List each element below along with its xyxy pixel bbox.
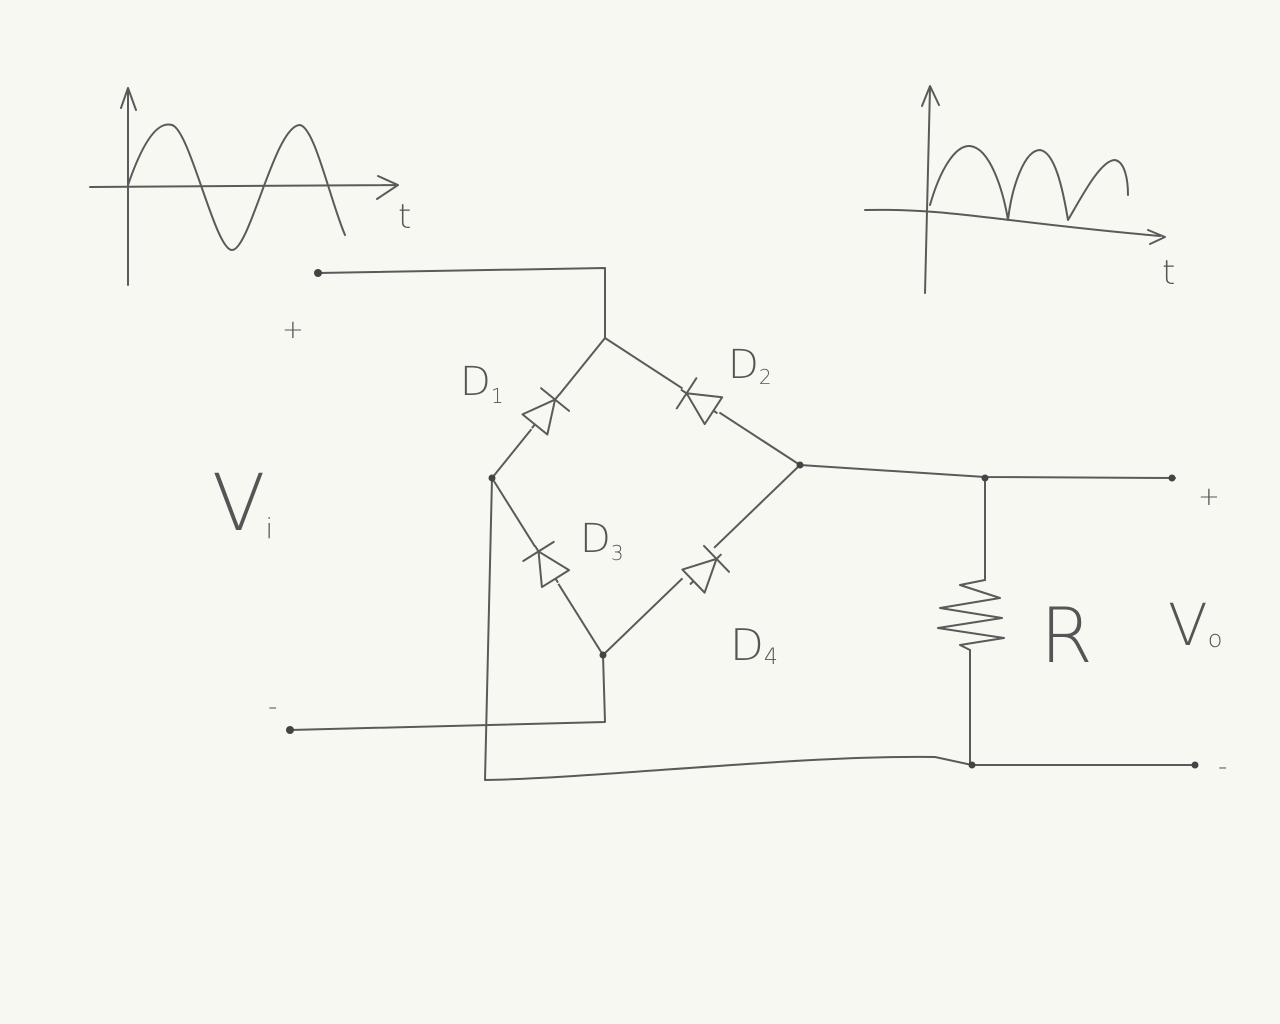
- resistor-wire: [969, 477, 986, 766]
- input-voltage-label: Vi: [212, 459, 273, 549]
- input-positive-terminal: [314, 269, 322, 277]
- input-plus-label: +: [282, 315, 304, 345]
- resistor-symbol: [937, 579, 1005, 651]
- input-positive-wire: [317, 267, 606, 339]
- node-right: [796, 461, 804, 469]
- node-left: [488, 474, 496, 482]
- output-rectified-wave: [929, 144, 1129, 221]
- node-bottom: [599, 651, 607, 659]
- diode-d3: [518, 535, 576, 595]
- output-positive-terminal: [1168, 474, 1176, 482]
- node-resistor-bottom: [968, 761, 976, 769]
- input-sine-wave: [127, 123, 346, 251]
- input-negative-terminal: [286, 726, 294, 734]
- output-waveform-graph: t: [864, 85, 1175, 294]
- diode-d2: [670, 373, 730, 431]
- d4-label: D4: [730, 620, 778, 671]
- output-plus-label: +: [1198, 482, 1220, 512]
- output-time-label: t: [1162, 253, 1175, 293]
- d2-label: D2: [728, 342, 772, 389]
- input-minus-label: -: [268, 692, 277, 722]
- output-y-axis: [921, 85, 940, 294]
- input-time-label: t: [398, 197, 411, 237]
- output-minus-label: -: [1218, 752, 1227, 782]
- input-waveform-graph: t: [89, 87, 411, 286]
- resistor-label: R: [1040, 591, 1093, 680]
- output-x-axis: [864, 208, 1166, 245]
- diode-d1: [515, 382, 575, 442]
- output-negative-terminal: [1191, 761, 1199, 769]
- diode-d4: [675, 540, 735, 600]
- d3-label: D3: [580, 516, 624, 565]
- output-voltage-label: Vo: [1168, 591, 1222, 659]
- input-negative-wire: [289, 654, 606, 731]
- return-wire: [484, 477, 973, 781]
- node-resistor-top: [981, 474, 989, 482]
- nodes: [286, 269, 1199, 769]
- input-x-axis: [89, 175, 399, 200]
- d1-label: D1: [460, 359, 504, 408]
